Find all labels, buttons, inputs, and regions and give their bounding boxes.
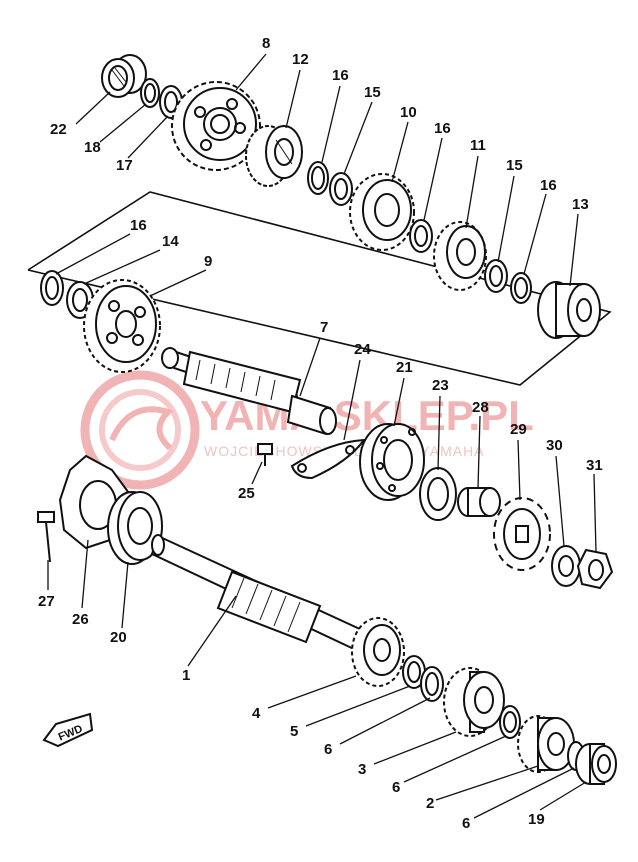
label-part-15: 15 (364, 84, 381, 101)
label-part-24: 24 (354, 341, 371, 358)
label-part-7: 7 (320, 319, 328, 336)
label-part-31: 31 (586, 457, 603, 474)
part-25-screw (257, 443, 273, 466)
part-28-collar (457, 487, 501, 517)
part-11-gear (433, 221, 487, 291)
label-part-21: 21 (396, 359, 413, 376)
part-2-gear (517, 715, 575, 773)
part-10-gear (349, 173, 415, 251)
label-part-16: 16 (130, 217, 147, 234)
part-4-gear (351, 617, 405, 687)
label-part-26: 26 (72, 611, 89, 628)
part-16-circlip (510, 272, 532, 304)
label-part-4: 4 (252, 705, 261, 722)
label-part-28: 28 (472, 399, 489, 416)
part-8-gear (171, 81, 261, 171)
part-22-needle-bearing (101, 54, 147, 98)
label-part-14: 14 (162, 233, 179, 250)
part-15-washer (484, 259, 508, 293)
part-number-labels: 8 12 16 15 10 16 11 15 16 13 22 18 17 16… (38, 35, 603, 832)
label-part-22: 22 (50, 121, 67, 138)
part-1-drive-axle (150, 534, 364, 652)
label-part-6: 6 (392, 779, 400, 796)
watermark-logo-icon (80, 370, 200, 490)
part-31-nut (576, 548, 614, 590)
label-part-11: 11 (470, 137, 486, 154)
label-part-29: 29 (510, 421, 527, 438)
part-20-bearing (107, 491, 163, 565)
label-part-8: 8 (262, 35, 270, 52)
subassembly-outline (27, 191, 612, 386)
leader-lines (47, 53, 597, 819)
part-16-circlip (40, 270, 64, 306)
part-13-gear (537, 281, 601, 339)
label-part-6: 6 (462, 815, 470, 832)
label-part-27: 27 (38, 593, 55, 610)
part-6-circlip (499, 705, 521, 739)
part-9-gear (83, 279, 161, 373)
label-part-12: 12 (292, 51, 309, 68)
label-part-15: 15 (506, 157, 523, 174)
part-7-main-shaft (161, 347, 337, 436)
label-part-18: 18 (84, 139, 101, 156)
part-5-washer (402, 655, 426, 689)
label-part-19: 19 (528, 811, 545, 828)
part-30-lock-washer (551, 545, 581, 587)
label-part-23: 23 (432, 377, 449, 394)
label-part-1: 1 (182, 667, 190, 684)
part-18-washer (140, 78, 160, 108)
part-3-gear (443, 667, 505, 737)
label-part-20: 20 (110, 629, 127, 646)
part-29-sprocket (493, 497, 551, 571)
part-16-circlip (409, 219, 433, 253)
label-part-16: 16 (434, 120, 451, 137)
part-24-retainer-plate (290, 438, 367, 480)
part-16-circlip (307, 161, 329, 195)
part-6-circlip (420, 666, 444, 702)
part-27-bolt (37, 511, 55, 563)
label-part-13: 13 (572, 196, 589, 213)
label-part-6: 6 (324, 741, 332, 758)
part-21-bearing (359, 423, 425, 501)
label-part-16: 16 (540, 177, 557, 194)
label-part-25: 25 (238, 485, 255, 502)
forward-direction-badge: FWD (42, 712, 94, 748)
label-part-17: 17 (116, 157, 133, 174)
label-part-2: 2 (426, 795, 434, 812)
part-12-gear (245, 125, 303, 187)
label-part-5: 5 (290, 723, 298, 740)
part-19-bearing (575, 743, 617, 785)
label-part-30: 30 (546, 437, 563, 454)
part-23-oil-seal (419, 467, 457, 521)
part-15-washer (329, 172, 353, 206)
label-part-10: 10 (400, 104, 417, 121)
label-part-3: 3 (358, 761, 366, 778)
label-part-9: 9 (204, 253, 212, 270)
label-part-16: 16 (332, 67, 349, 84)
